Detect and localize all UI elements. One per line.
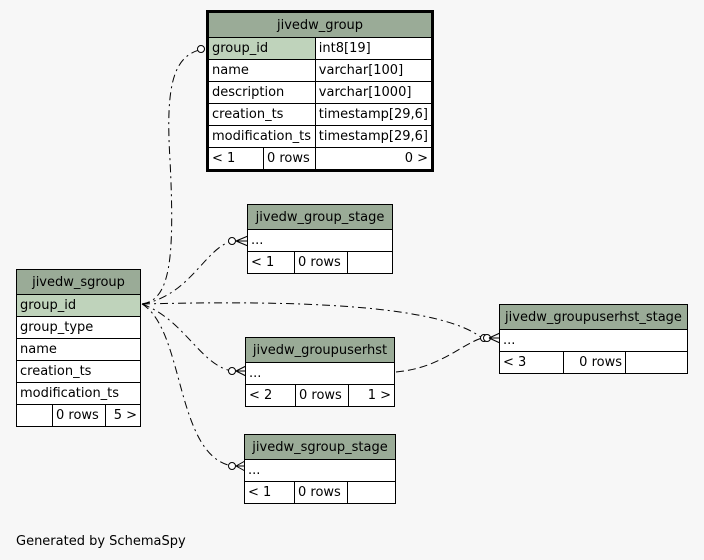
- children-link[interactable]: 0 >: [314, 147, 433, 170]
- parents-link[interactable]: < 1: [247, 251, 295, 274]
- crowsfoot-icon: [235, 460, 246, 472]
- table-footer: < 1 0 rows: [244, 481, 396, 504]
- edge-sgroup-to-group: [141, 48, 204, 305]
- table-row: modification_ts timestamp[29,6]: [208, 125, 433, 148]
- column-name: creation_ts: [208, 103, 316, 126]
- row-count: 0 rows: [294, 481, 348, 504]
- column-name: modification_ts: [16, 382, 141, 405]
- edge-end-circle: [197, 45, 205, 53]
- edge-sgroup-to-sgroup-stage: [141, 303, 233, 467]
- column-name: modification_ts: [208, 125, 316, 148]
- column-name: name: [16, 338, 141, 361]
- column-type: varchar[1000]: [314, 81, 433, 104]
- table-columns-elided: ...: [245, 362, 395, 385]
- parents-link[interactable]: < 2: [245, 384, 296, 407]
- table-jivedw-group-stage[interactable]: jivedw_group_stage ... < 1 0 rows: [247, 204, 393, 274]
- table-jivedw-groupuserhst-stage[interactable]: jivedw_groupuserhst_stage ... < 3 0 rows: [499, 304, 688, 374]
- column-name: group_id: [16, 294, 141, 317]
- children-link[interactable]: 1 >: [348, 384, 395, 407]
- table-title[interactable]: jivedw_group: [208, 12, 432, 38]
- parents-link[interactable]: < 3: [499, 351, 564, 374]
- edge-end-circle: [228, 367, 236, 375]
- edge-sgroup-to-group-stage: [141, 240, 233, 305]
- children-link[interactable]: [347, 481, 396, 504]
- edge-end-circle: [228, 237, 236, 245]
- column-type: varchar[100]: [314, 59, 433, 82]
- parents-link[interactable]: < 1: [244, 481, 295, 504]
- table-footer: < 2 0 rows 1 >: [245, 384, 395, 407]
- crowsfoot-icon: [235, 235, 249, 247]
- column-name: name: [208, 59, 316, 82]
- table-title[interactable]: jivedw_sgroup: [16, 269, 141, 295]
- table-footer: < 1 0 rows 0 >: [208, 147, 433, 170]
- column-name: description: [208, 81, 316, 104]
- table-columns-elided: ...: [247, 229, 393, 252]
- edge-sgroup-to-groupuserhst: [141, 303, 233, 372]
- table-row: creation_ts timestamp[29,6]: [208, 103, 433, 126]
- table-row: name varchar[100]: [208, 59, 433, 82]
- table-title[interactable]: jivedw_groupuserhst: [245, 337, 395, 363]
- generated-by-label: Generated by SchemaSpy: [16, 534, 186, 549]
- table-row: group_id int8[19]: [208, 37, 433, 60]
- table-columns-elided: ...: [244, 459, 396, 482]
- table-columns-elided: ...: [499, 329, 688, 352]
- table-title[interactable]: jivedw_groupuserhst_stage: [499, 304, 688, 330]
- table-jivedw-group[interactable]: jivedw_group group_id int8[19] name varc…: [206, 10, 434, 172]
- column-name: creation_ts: [16, 360, 141, 383]
- crowsfoot-icon: [235, 365, 247, 377]
- table-footer: 0 rows 5 >: [16, 404, 141, 427]
- row-count: 0 rows: [563, 351, 626, 374]
- row-count: 0 rows: [52, 404, 106, 427]
- column-name: group_id: [208, 37, 316, 60]
- parents-link[interactable]: [16, 404, 53, 427]
- edge-sgroup-to-groupuserhst-stage: [141, 302, 483, 339]
- children-link[interactable]: 5 >: [105, 404, 141, 427]
- table-title[interactable]: jivedw_sgroup_stage: [244, 434, 396, 460]
- children-link[interactable]: [625, 351, 688, 374]
- column-type: timestamp[29,6]: [314, 103, 433, 126]
- edge-groupuserhst-to-stage: [395, 337, 483, 373]
- table-footer: < 3 0 rows: [499, 351, 688, 374]
- column-type: timestamp[29,6]: [314, 125, 433, 148]
- children-link[interactable]: [347, 251, 393, 274]
- table-title[interactable]: jivedw_group_stage: [247, 204, 393, 230]
- row-count: 0 rows: [262, 147, 316, 170]
- table-jivedw-sgroup[interactable]: jivedw_sgroup group_id group_type name c…: [16, 269, 141, 427]
- table-jivedw-groupuserhst[interactable]: jivedw_groupuserhst ... < 2 0 rows 1 >: [245, 337, 395, 407]
- table-jivedw-sgroup-stage[interactable]: jivedw_sgroup_stage ... < 1 0 rows: [244, 434, 396, 504]
- column-name: group_type: [16, 316, 141, 339]
- column-type: int8[19]: [314, 37, 433, 60]
- row-count: 0 rows: [294, 251, 348, 274]
- parents-link[interactable]: < 1: [208, 147, 264, 170]
- table-footer: < 1 0 rows: [247, 251, 393, 274]
- table-row: description varchar[1000]: [208, 81, 433, 104]
- row-count: 0 rows: [295, 384, 349, 407]
- crowsfoot-icon: [488, 332, 501, 344]
- edge-end-circle: [228, 462, 236, 470]
